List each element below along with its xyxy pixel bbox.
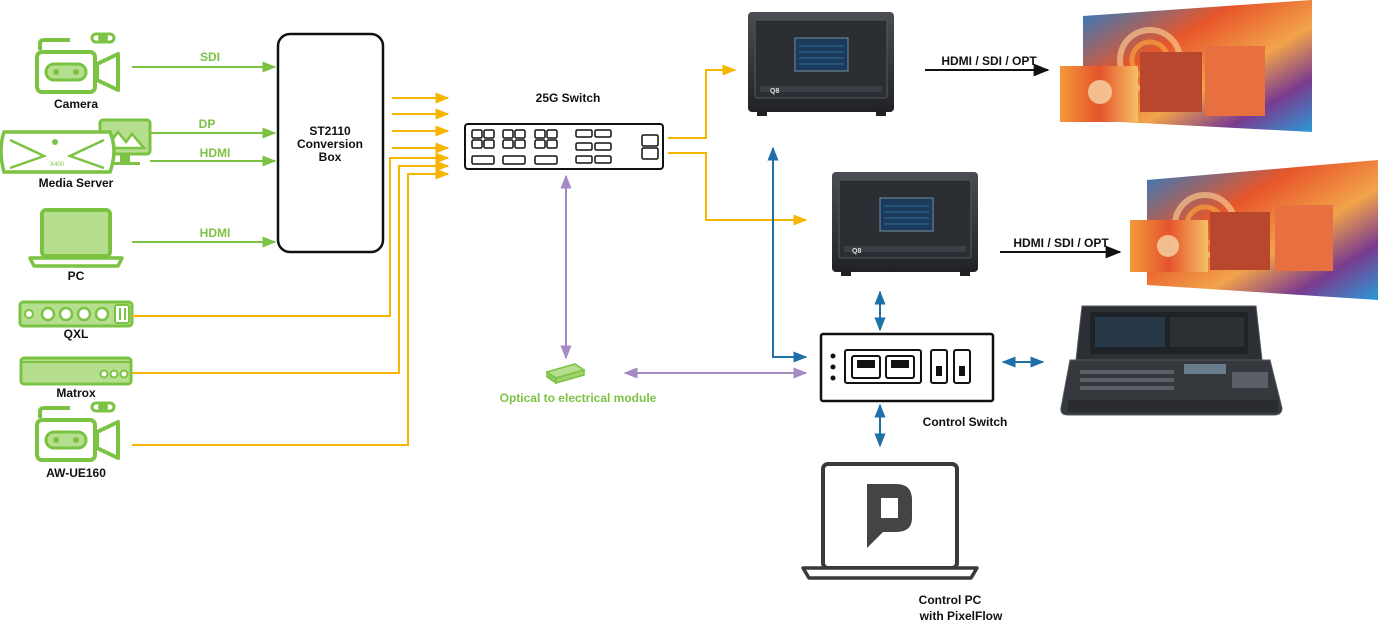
aw-link-line: [132, 168, 450, 446]
conversion-box-line2: Conversion: [297, 137, 363, 151]
control-switch-label: Control Switch: [923, 415, 1008, 429]
switch-to-processor-bottom-line: [668, 152, 808, 226]
pixelflow-logo-icon: [867, 484, 912, 548]
camera-icon: [35, 32, 120, 94]
pc-label: PC: [68, 269, 85, 283]
control-pc-label-line2: with PixelFlow: [919, 609, 1003, 623]
switch-to-processor-top-line: [668, 64, 737, 139]
control-to-processor-top-line: [767, 146, 808, 363]
processor-top-badge: Q8: [770, 88, 779, 95]
processor-top-device: [748, 12, 894, 116]
control-console-device: [1060, 305, 1283, 416]
control-switch-device: [819, 332, 995, 403]
matrox-device-icon: [19, 356, 133, 386]
media-server-badge: X400: [50, 162, 65, 168]
aw-camera-icon: [35, 401, 120, 462]
conversion-box: [276, 32, 385, 254]
hdmi-media-link-label: HDMI: [200, 146, 231, 160]
camera-label: Camera: [54, 97, 98, 111]
hdmi-pc-link-label: HDMI: [200, 226, 231, 240]
media-server-label: Media Server: [39, 176, 114, 190]
control-pc-label-line1: Control PC: [919, 593, 982, 607]
matrox-label: Matrox: [56, 386, 96, 400]
media-server-icon: [0, 118, 152, 174]
aw-camera-label: AW-UE160: [46, 466, 106, 480]
matrox-link-line: [132, 160, 450, 374]
output-bottom-label: HDMI / SDI / OPT: [1013, 236, 1109, 250]
qxl-label: QXL: [64, 327, 89, 341]
processor-bottom-device: [832, 172, 978, 276]
switch-25g-label: 25G Switch: [536, 91, 601, 105]
processor-bottom-badge: Q8: [852, 248, 861, 255]
dp-link-label: DP: [199, 117, 216, 131]
pc-laptop-icon: [28, 208, 124, 268]
conversion-to-switch-links: [392, 92, 450, 154]
conversion-box-line1: ST2110: [309, 124, 351, 138]
optical-module-icon: [545, 363, 586, 385]
qxl-link-line: [132, 152, 450, 317]
sdi-link-label: SDI: [200, 50, 220, 64]
conversion-box-line3: Box: [319, 150, 342, 164]
qxl-device-icon: [18, 300, 134, 328]
led-screen-top: [1060, 0, 1312, 132]
led-screen-bottom: [1130, 160, 1378, 300]
output-top-label: HDMI / SDI / OPT: [941, 54, 1037, 68]
optical-module-label: Optical to electrical module: [500, 391, 657, 405]
switch-25g-device: [464, 123, 664, 170]
